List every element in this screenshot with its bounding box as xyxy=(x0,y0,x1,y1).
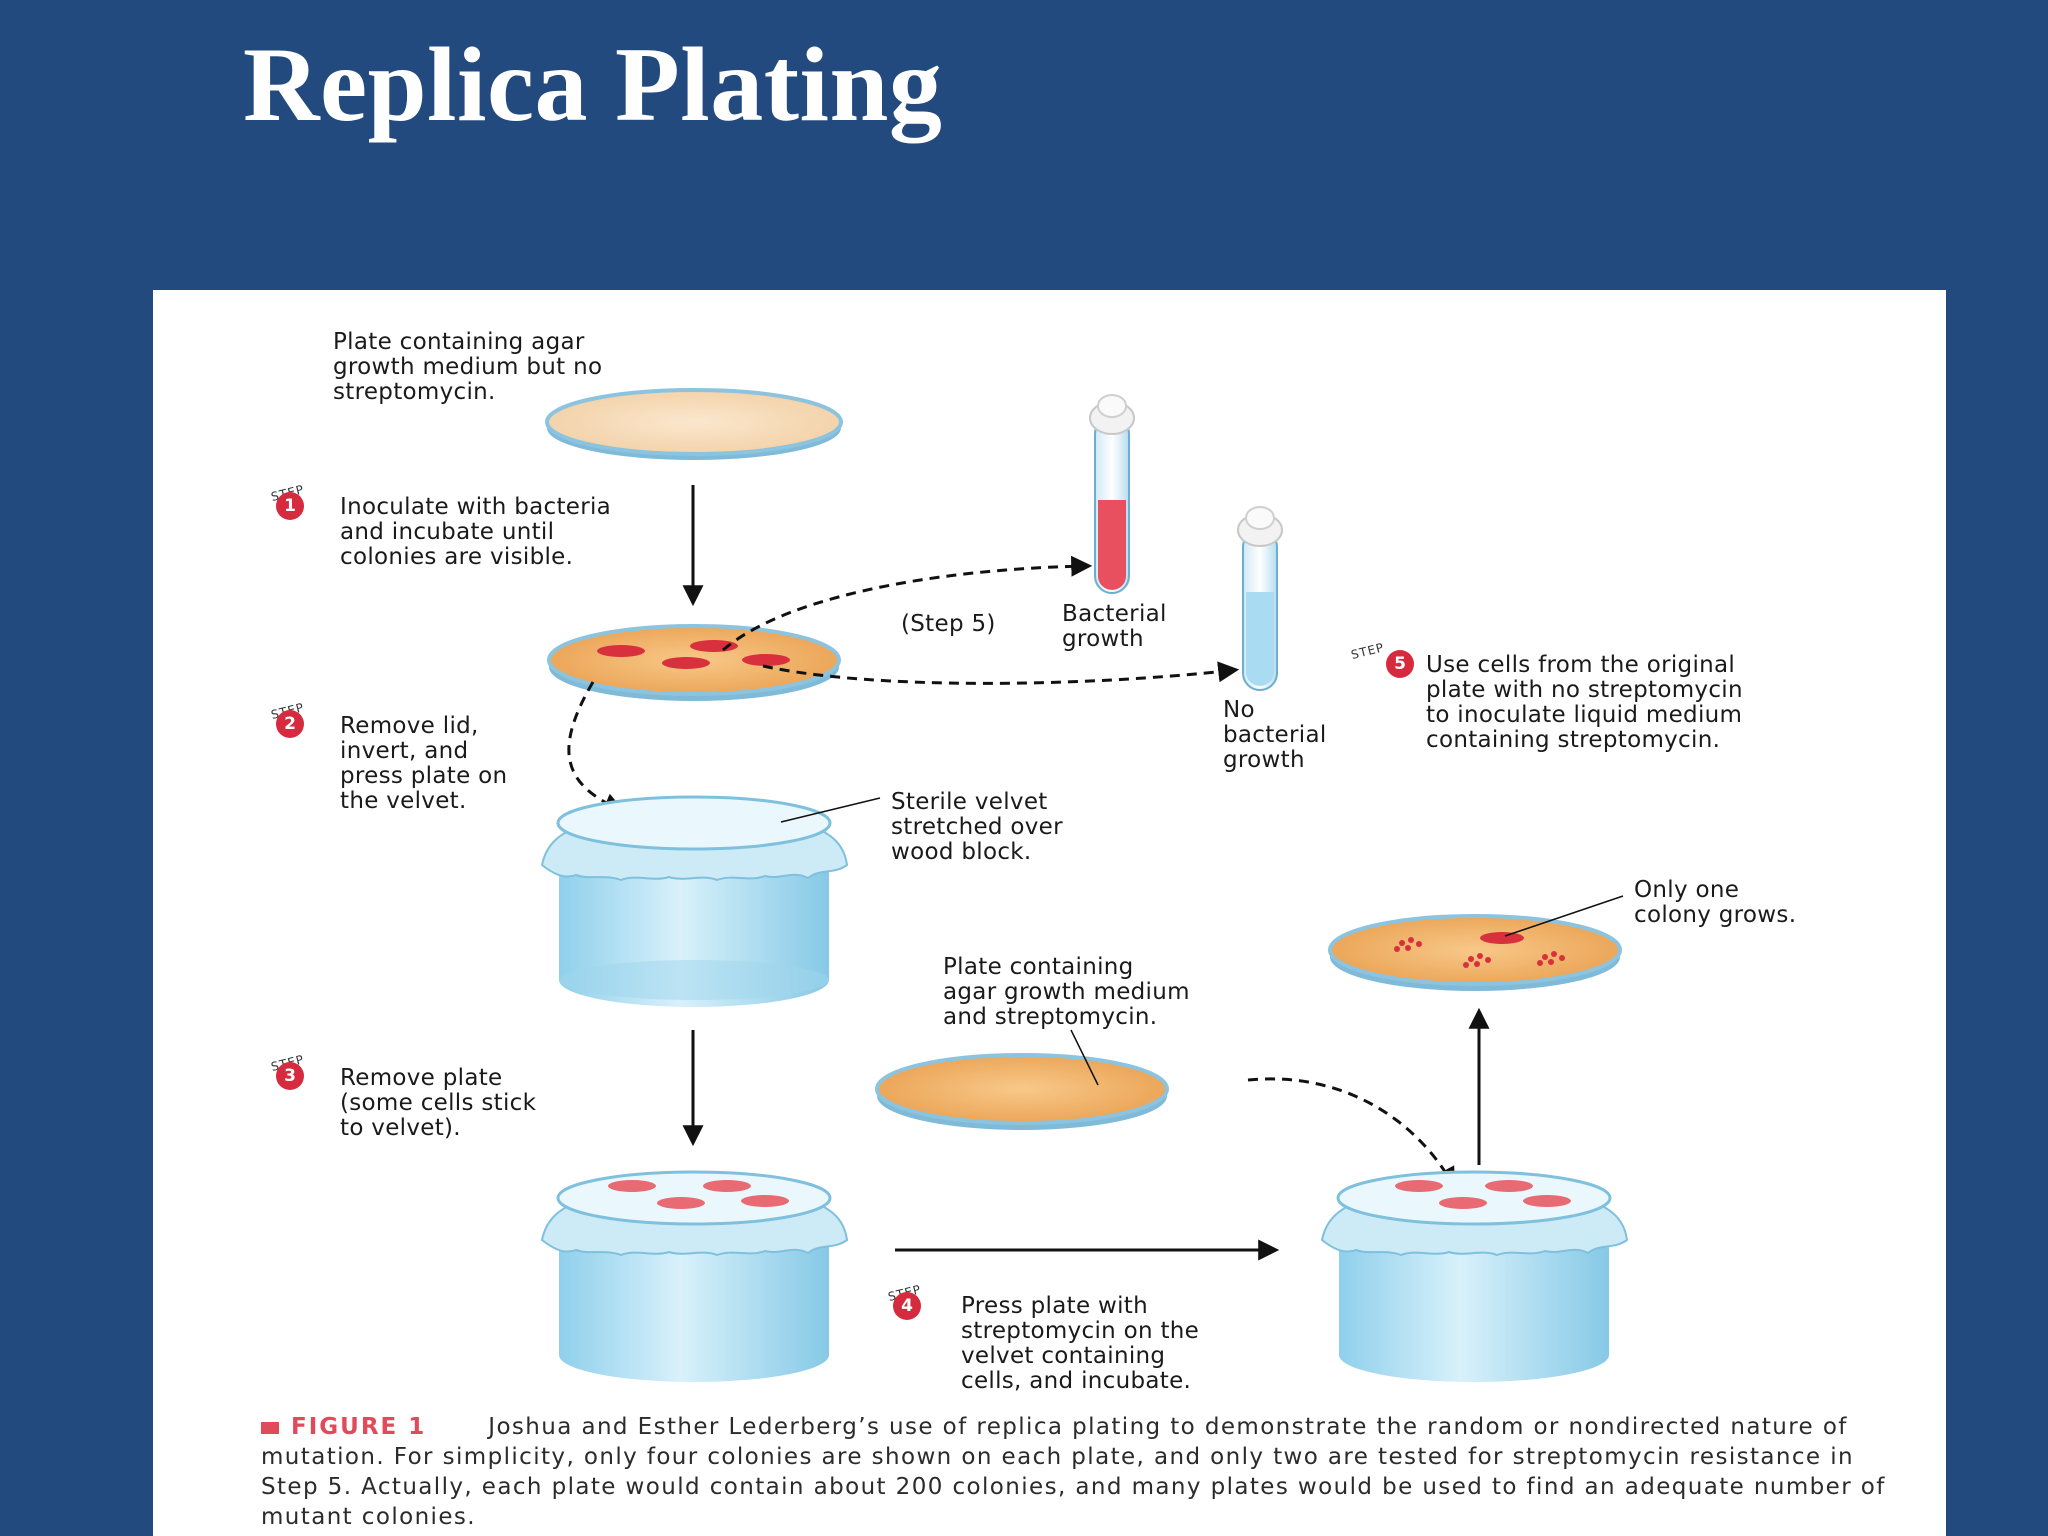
colony xyxy=(690,640,738,652)
label-plate-with-streptomycin: Plate containing agar growth medium and … xyxy=(943,954,1190,1030)
cell-spot xyxy=(657,1197,705,1209)
cell-spot xyxy=(1523,1195,1571,1207)
dashed-arrow-to-no-growth-tube xyxy=(762,661,1240,685)
label-only-one-colony: Only one colony grows. xyxy=(1634,877,1797,928)
step-2-badge: 2 xyxy=(276,710,304,738)
velvet-block-with-cells xyxy=(540,1170,849,1382)
colony xyxy=(742,654,790,666)
result-plate xyxy=(1328,914,1622,991)
label-plate-no-streptomycin: Plate containing agar growth medium but … xyxy=(333,329,603,405)
test-tube-bacterial-growth xyxy=(1089,394,1135,594)
velvet-block xyxy=(540,795,849,1007)
plate-with-streptomycin xyxy=(875,1053,1169,1130)
dashed-arrow-to-growth-tube xyxy=(722,555,1093,652)
colony xyxy=(597,645,645,657)
resistant-colony xyxy=(1480,932,1524,944)
step-1-text: Inoculate with bacteria and incubate unt… xyxy=(340,494,612,570)
caption-text: Joshua and Esther Lederberg’s use of rep… xyxy=(261,1414,1886,1530)
step-5-badge: 5 xyxy=(1386,650,1414,678)
step-1-badge: 1 xyxy=(276,492,304,520)
cell-spot xyxy=(1395,1180,1443,1192)
slide-title: Replica Plating xyxy=(243,26,943,143)
step-4-badge: 4 xyxy=(893,1292,921,1320)
label-step5-reference: (Step 5) xyxy=(901,611,996,637)
step-4-text: Press plate with streptomycin on the vel… xyxy=(961,1293,1200,1394)
label-bacterial-growth: Bacterial growth xyxy=(1062,601,1167,652)
plate-with-colonies xyxy=(547,624,841,701)
test-tube-no-growth xyxy=(1237,506,1283,691)
dashed-arrow-to-velvet xyxy=(567,681,625,813)
label-sterile-velvet: Sterile velvet stretched over wood block… xyxy=(891,789,1063,865)
cell-spot xyxy=(1439,1197,1487,1209)
cell-spot xyxy=(703,1180,751,1192)
velvet-block-right xyxy=(1320,1170,1629,1382)
replica-plating-diagram xyxy=(540,388,1629,1382)
label-no-bacterial-growth: No bacterial growth xyxy=(1223,697,1327,773)
step-2-text: Remove lid, invert, and press plate on t… xyxy=(340,713,508,814)
dashed-arrow-to-right-velvet xyxy=(1247,1077,1456,1189)
step-3-text: Remove plate (some cells stick to velvet… xyxy=(340,1065,537,1141)
step-5-text: Use cells from the original plate with n… xyxy=(1426,652,1743,753)
one-colony-leader xyxy=(1504,895,1624,937)
plate-no-streptomycin xyxy=(545,388,843,460)
figure-panel: Plate containing agar growth medium but … xyxy=(153,290,1946,1536)
figure-label: FIGURE 1 xyxy=(291,1414,427,1440)
caption-marker xyxy=(261,1421,279,1434)
cell-spot xyxy=(741,1195,789,1207)
cell-spot xyxy=(608,1180,656,1192)
streptomycin-plate-leader xyxy=(1070,1029,1099,1086)
step-3-badge: 3 xyxy=(276,1062,304,1090)
velvet-leader-line xyxy=(780,797,881,823)
cell-spot xyxy=(1485,1180,1533,1192)
colony xyxy=(662,657,710,669)
